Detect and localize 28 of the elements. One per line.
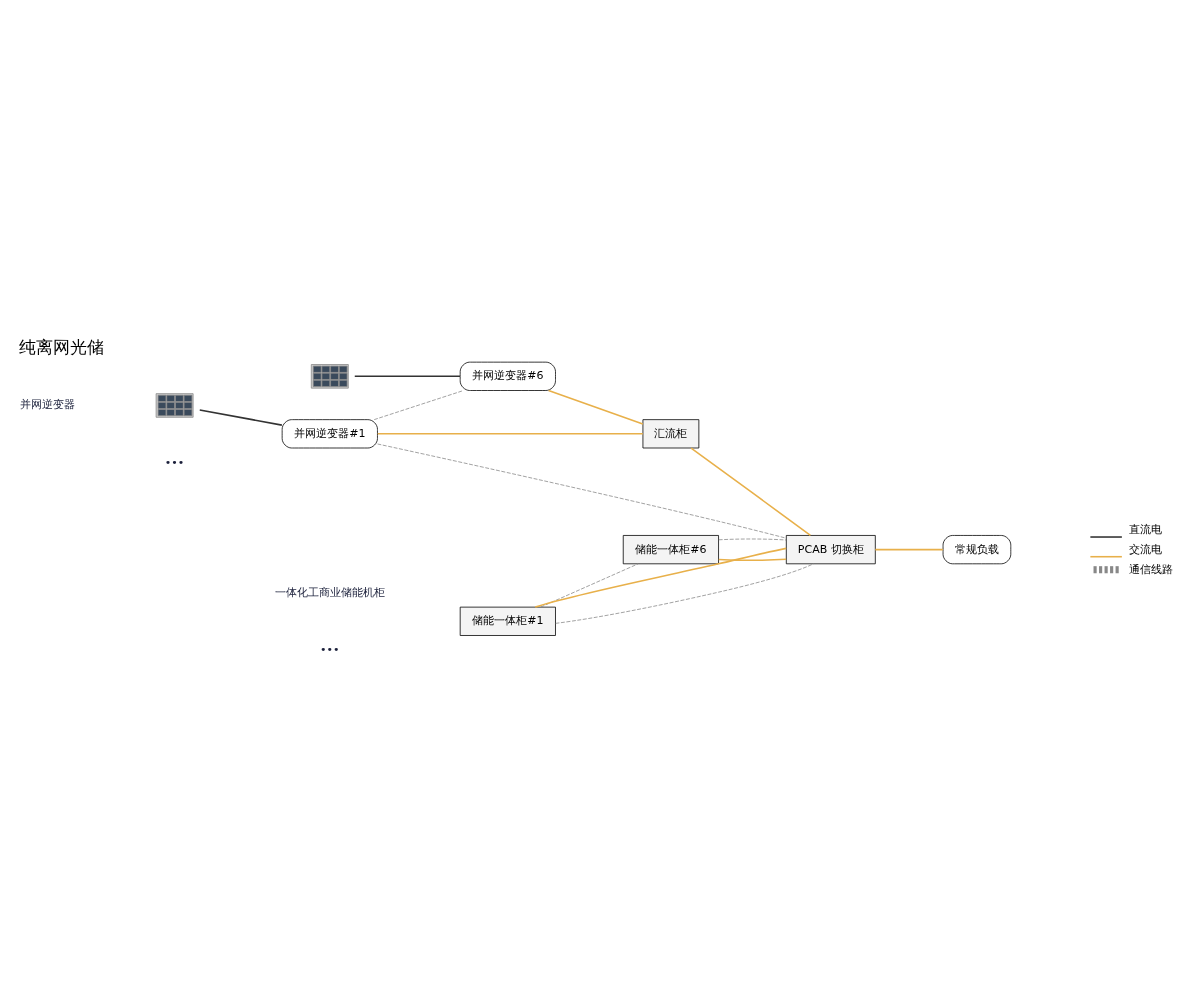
- node-box: 并网逆变器#6: [459, 361, 556, 391]
- diagram-title: 纯离网光储: [19, 337, 105, 358]
- connector: [547, 389, 644, 425]
- node-box: 储能一体柜#1: [459, 606, 556, 636]
- connector: [690, 447, 812, 537]
- label: •••: [164, 455, 185, 469]
- legend-label: 通信线路: [1128, 562, 1173, 576]
- legend-label: 直流电: [1128, 523, 1162, 537]
- node-box: PCAB 切换柜: [785, 535, 876, 565]
- connector: [373, 390, 464, 420]
- connector: [874, 548, 944, 551]
- connector: [534, 547, 787, 608]
- connector: [718, 538, 787, 541]
- connector: [377, 443, 787, 539]
- node-box: 汇流柜: [642, 419, 700, 449]
- connector: [717, 558, 787, 562]
- node-box: 并网逆变器#1: [281, 419, 378, 449]
- connector: [377, 433, 644, 435]
- label: •••: [320, 642, 340, 656]
- node-box: 常规负载: [942, 535, 1012, 565]
- label: 并网逆变器: [19, 398, 75, 412]
- connector: [198, 409, 283, 426]
- connector: [555, 563, 814, 624]
- label: 一体化工商业储能机柜: [274, 585, 385, 599]
- connector: [353, 375, 461, 378]
- node-box: 储能一体柜#6: [622, 535, 719, 565]
- connector: [540, 563, 639, 608]
- legend-label: 交流电: [1128, 542, 1162, 556]
